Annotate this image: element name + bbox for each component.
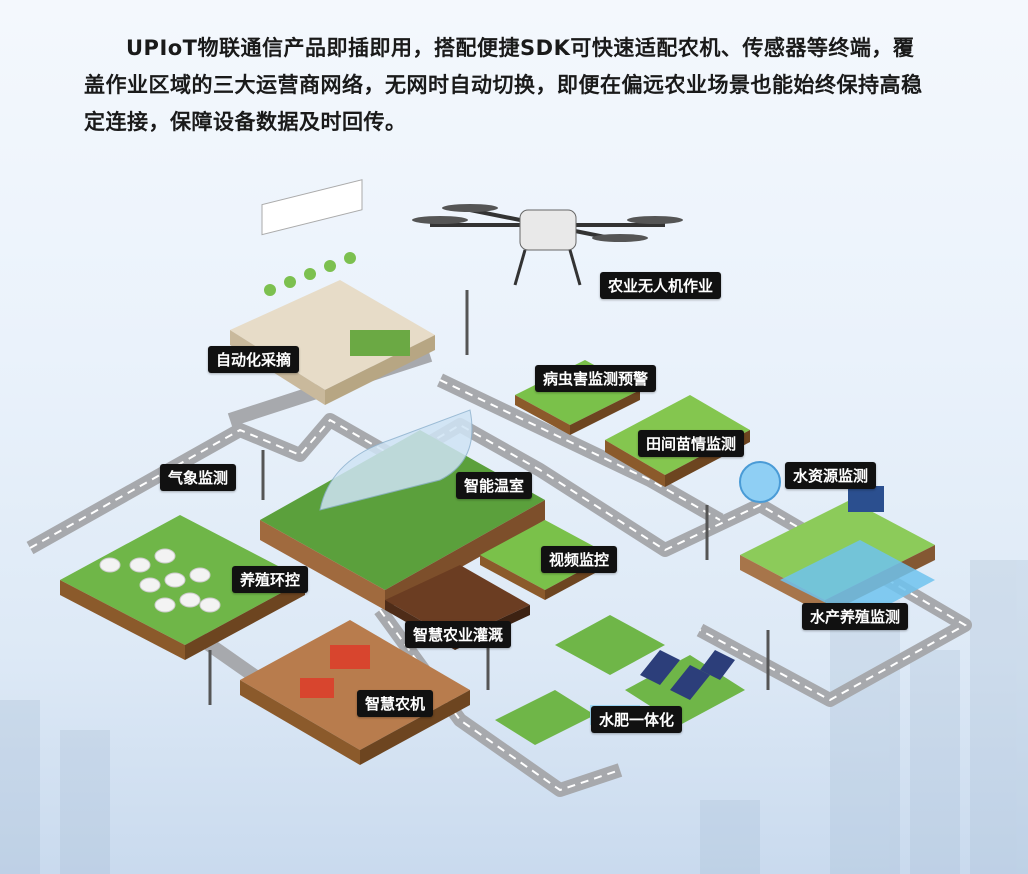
water-zone <box>739 461 935 620</box>
sensor-poles <box>208 290 770 705</box>
label-video: 视频监控 <box>541 546 618 573</box>
label-weather: 气象监测 <box>160 464 237 491</box>
fertigation-zone <box>495 615 745 745</box>
machinery-field <box>240 620 470 765</box>
label-auto-pick: 自动化采摘 <box>208 346 300 373</box>
intro-paragraph: UPIoT物联通信产品即插即用，搭配便捷SDK可快速适配农机、传感器等终端，覆盖… <box>84 36 923 134</box>
label-water-source: 水资源监测 <box>785 462 877 489</box>
label-greenhouse: 智能温室 <box>456 472 533 499</box>
agri-drone <box>412 204 683 286</box>
label-machinery: 智慧农机 <box>357 690 434 717</box>
label-livestock: 养殖环控 <box>232 566 309 593</box>
label-drone: 农业无人机作业 <box>600 272 722 299</box>
label-fertigation: 水肥一体化 <box>591 706 683 733</box>
label-seedling: 田间苗情监测 <box>638 430 745 457</box>
label-irrigation: 智慧农业灌溉 <box>405 621 512 648</box>
livestock-pasture <box>60 515 305 660</box>
city-skyline <box>0 560 1028 874</box>
label-aquaculture: 水产养殖监测 <box>802 603 909 630</box>
label-pest: 病虫害监测预警 <box>535 365 657 392</box>
